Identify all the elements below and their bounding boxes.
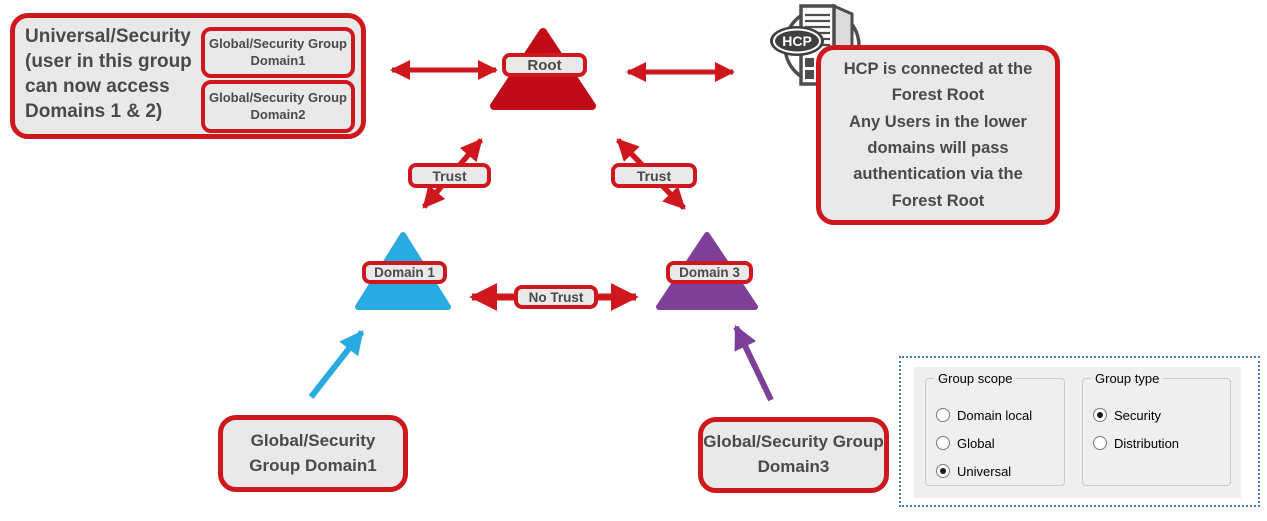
radio-label: Global xyxy=(957,435,995,451)
radio-distribution[interactable]: Distribution xyxy=(1093,429,1230,457)
radio-button-icon[interactable] xyxy=(1093,408,1107,422)
no-trust-label: No Trust xyxy=(514,285,598,309)
radio-global[interactable]: Global xyxy=(936,429,1064,457)
universal-security-note: Universal/Security (user in this group c… xyxy=(10,13,366,139)
hcp-note-line2: Any Users in the lower domains will pass… xyxy=(849,112,1027,210)
chip-global-security-domain2: Global/Security Group Domain2 xyxy=(201,80,355,133)
radio-label: Distribution xyxy=(1114,435,1180,451)
options-panel-dotted-border xyxy=(899,356,1260,507)
hcp-note-line1: HCP is connected at the Forest Root xyxy=(843,59,1033,105)
radio-label: Universal xyxy=(957,463,1012,479)
radio-universal[interactable]: Universal xyxy=(936,457,1064,485)
trust-left-label: Trust xyxy=(408,163,491,188)
group-type-caption: Group type xyxy=(1091,371,1164,386)
group-domain3-arrow xyxy=(733,324,774,402)
chip-global-security-domain1: Global/Security Group Domain1 xyxy=(201,27,355,78)
hcp-badge: HCP xyxy=(770,26,824,56)
radio-button-icon[interactable] xyxy=(936,408,950,422)
global-security-group-domain1-box: Global/Security Group Domain1 xyxy=(218,415,408,492)
radio-security[interactable]: Security xyxy=(1093,401,1230,429)
domain3-label: Domain 3 xyxy=(666,261,753,284)
universal-security-text: Universal/Security (user in this group c… xyxy=(25,26,192,123)
group-scope-caption: Group scope xyxy=(934,371,1017,386)
radio-button-icon[interactable] xyxy=(1093,436,1107,450)
radio-domain-local[interactable]: Domain local xyxy=(936,401,1064,429)
radio-button-icon[interactable] xyxy=(936,464,950,478)
radio-label: Security xyxy=(1114,407,1161,423)
hcp-badge-text: HCP xyxy=(782,33,812,49)
radio-button-icon[interactable] xyxy=(936,436,950,450)
hcp-note: HCP is connected at the Forest Root Any … xyxy=(816,45,1060,225)
domain1-label: Domain 1 xyxy=(362,261,447,284)
radio-label: Domain local xyxy=(957,407,1033,423)
trust-right-label: Trust xyxy=(611,163,697,188)
root-label: Root xyxy=(502,53,587,77)
global-security-group-domain3-box: Global/Security Group Domain3 xyxy=(698,417,889,493)
group-domain1-arrow xyxy=(308,330,365,399)
